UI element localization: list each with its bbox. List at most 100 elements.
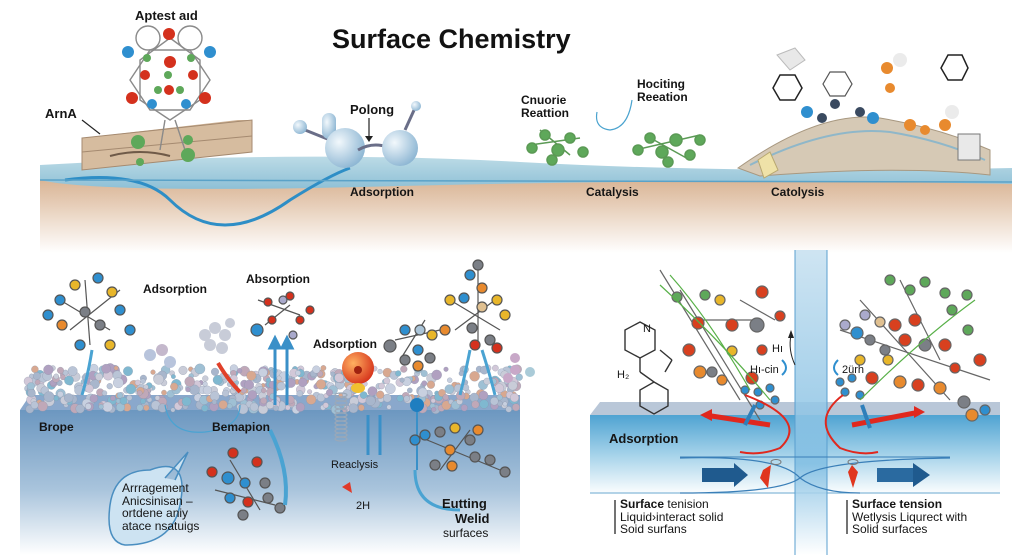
surface-particle (181, 396, 192, 407)
center-pillar (795, 250, 827, 555)
surface-particle (57, 391, 64, 398)
surface-particle (330, 371, 336, 377)
surface-particle (247, 390, 258, 400)
catalysis-mound (736, 47, 991, 179)
surface-particle (211, 367, 219, 376)
surface-particle (334, 373, 344, 383)
navy-arrow-right (877, 463, 930, 487)
arna-arrow (81, 119, 101, 135)
surface-particle (507, 380, 518, 391)
label-reaclysis: Reaclysis (331, 459, 379, 471)
surface-particle (154, 395, 160, 401)
red-spark-right (848, 465, 858, 488)
bottom-right-panel (590, 250, 1000, 555)
surface-particle (285, 404, 291, 411)
surface-particle (430, 398, 436, 404)
surface-particle (140, 398, 146, 405)
surface-particle (194, 363, 206, 375)
surface-particle (367, 386, 378, 396)
surface-particle (95, 372, 103, 381)
surface-particle (383, 377, 391, 385)
label-adsorption-2: Adsorption (313, 337, 377, 351)
surface-particle (260, 397, 268, 405)
surface-particle (296, 390, 304, 397)
surface-particle (26, 382, 35, 391)
label-brope: Brope (39, 420, 74, 434)
surface-particle (226, 403, 233, 409)
label-cnuorie-reaction: Cnuorie Reattion (521, 93, 569, 121)
curl-arrow-up (789, 334, 796, 366)
surface-particle (31, 365, 39, 373)
surface-particle-layer (23, 363, 523, 415)
surface-particle (143, 404, 150, 411)
surface-particle (123, 366, 133, 377)
surface-particle (295, 402, 305, 412)
curl-left (781, 359, 787, 376)
surface-particle (202, 375, 209, 382)
surface-particle (244, 379, 254, 390)
top-surface-edge (39, 179, 1013, 183)
surface-particle (358, 404, 365, 412)
red-arc (216, 361, 242, 394)
surface-particle (502, 401, 508, 407)
surface-particle (273, 405, 279, 412)
label-adsorption-1: Adsorption (143, 282, 207, 296)
surface-particle (43, 364, 54, 375)
right-note-line-2: Wetlysis Liqurect with (852, 510, 968, 524)
pink-cluster (503, 353, 535, 383)
surface-particle (240, 387, 247, 394)
speech-bubble (108, 451, 189, 546)
pyridine-structure (624, 321, 673, 415)
surface-particle (212, 375, 223, 385)
surface-particle (89, 394, 99, 403)
surface-particle (102, 401, 113, 413)
label-aptest: Aptest aıd (135, 8, 198, 23)
surface-particle (101, 390, 108, 396)
surface-particle (359, 391, 368, 399)
label-h2: H₂ (617, 369, 630, 381)
aptest-molecule (122, 25, 216, 166)
left-note-title-bold: Surface (620, 497, 665, 511)
surface-particle (298, 377, 308, 387)
surface-particle (431, 406, 437, 412)
label-hociting-reaction: Hociting Reeation (637, 77, 688, 105)
label-catalysis-top: Catalysis (586, 185, 639, 199)
coil-ring (334, 436, 348, 442)
bottom-left-panel (20, 259, 535, 555)
surface-particle (113, 377, 124, 389)
surface-particle (320, 365, 327, 371)
surface-particle (222, 389, 230, 397)
surface-particle (403, 395, 410, 402)
surface-particle (396, 394, 404, 402)
surface-particle (32, 372, 41, 380)
surface-particle (444, 384, 455, 394)
surface-particle (150, 369, 156, 375)
surface-particle (496, 394, 503, 401)
surface-particle (119, 397, 128, 405)
surface-particle (420, 370, 428, 377)
surface-particle (276, 375, 282, 381)
surface-particle (492, 364, 499, 372)
label-surfaces: surfaces (443, 526, 489, 540)
surface-particle (184, 376, 195, 387)
two-h-icon (342, 482, 352, 493)
adsorption-red-ball (342, 352, 374, 393)
absorption-molecule (250, 291, 315, 340)
label-absorption: Absorption (246, 272, 310, 286)
top-ground-layer (40, 178, 1012, 253)
surface-particle (140, 378, 146, 384)
surface-particle (64, 393, 74, 403)
surface-particle (447, 377, 453, 383)
surface-particle (211, 399, 217, 405)
bemapion-stream (268, 429, 288, 506)
surface-particle (178, 365, 188, 375)
surface-particle (266, 401, 274, 409)
surface-particle (30, 401, 39, 409)
surface-particle (376, 390, 385, 399)
surface-particle (113, 365, 119, 371)
label-h1: Hı (772, 343, 783, 355)
gray-cluster (144, 318, 235, 368)
surface-particle (126, 394, 133, 401)
label-n: N (643, 323, 651, 335)
surface-particle (443, 366, 449, 372)
